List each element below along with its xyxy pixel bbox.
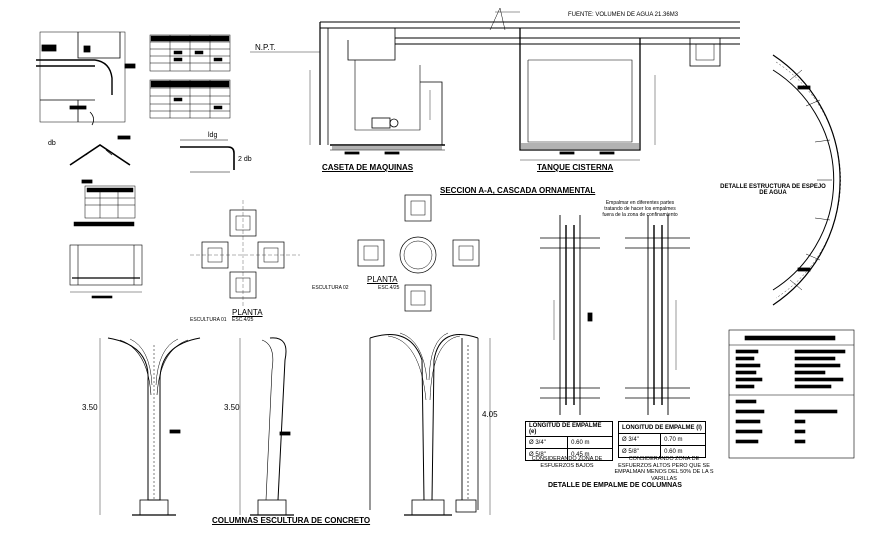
empalme-left-cell: 0.45 m	[567, 448, 613, 461]
empalme-left-note: CONSIDERANDO ZONA DE ESFUERZOS BAJOS	[531, 456, 603, 469]
ldg-label: ldg	[208, 132, 218, 139]
rebar-hook-detail	[36, 31, 136, 126]
empalme-table-right: LONGITUD DE EMPALME (l) Ø 3/4"0.70 m Ø 5…	[617, 421, 706, 458]
detalle-espejo-title: DETALLE ESTRUCTURA DE ESPEJO DE AGUA	[720, 184, 826, 196]
rebar-schedule-tables	[149, 34, 231, 119]
empalme-right-cell: 0.70 m	[660, 433, 706, 446]
footing-detail	[69, 244, 143, 299]
empalme-right-cell: Ø 5/8"	[617, 445, 662, 458]
escala-label-2: ESC.4/25	[378, 285, 400, 291]
bent-bar-details	[69, 135, 235, 184]
empalme-column-detail-left	[540, 215, 600, 415]
empalme-left-cell: 0.60 m	[567, 436, 613, 449]
empalme-left-cell: Ø 5/8"	[524, 448, 569, 461]
seccion-title: SECCION A-A, CASCADA ORNAMENTAL	[440, 186, 596, 195]
caseta-title: CASETA DE MAQUINAS	[322, 163, 414, 172]
fuente-label: FUENTE: VOLUMEN DE AGUA 21.36M3	[568, 12, 679, 18]
tanque-cisterna-section	[250, 7, 721, 161]
escala-label-1: ESC.4/25	[232, 317, 254, 323]
notes-block	[728, 329, 855, 459]
db-label: db	[48, 140, 56, 147]
empalme-column-detail-right	[625, 215, 690, 415]
empalme-right-cell: Ø 3/4"	[617, 433, 662, 446]
empalme-left-cell: Ø 3/4"	[524, 436, 569, 449]
columnas-title: COLUMNAS ESCULTURA DE CONCRETO	[212, 516, 371, 525]
npt-label: N.P.T.	[255, 43, 276, 52]
sculpture-column-3	[369, 332, 491, 516]
espejo-agua-arc	[772, 54, 841, 306]
tanque-title: TANQUE CISTERNA	[537, 163, 614, 172]
dim-350-a: 3.50	[82, 403, 98, 412]
dim-350-b: 3.50	[224, 403, 240, 412]
legend-block	[73, 185, 136, 227]
empalme-right-cell: 0.60 m	[660, 445, 706, 458]
sculpture-column-2	[239, 337, 294, 516]
two-db-label: 2 db	[238, 156, 252, 163]
escultura-label-1: ESCULTURA 01	[190, 317, 227, 323]
empalme-note: Empalmar en diferentes partes tratando d…	[602, 200, 678, 218]
empalme-table-left: LONGITUD DE EMPALME (e) Ø 3/4"0.60 m Ø 5…	[524, 421, 613, 461]
column-plan-escultura-02	[357, 194, 480, 312]
planta-label-1: PLANTA	[232, 308, 263, 317]
detalle-empalme-title: DETALLE DE EMPALME DE COLUMNAS	[548, 482, 682, 489]
planta-label-2: PLANTA	[367, 275, 398, 284]
dim-405: 4.05	[482, 410, 498, 419]
column-plan-escultura-01	[190, 200, 300, 308]
empalme-left-header: LONGITUD DE EMPALME (e)	[525, 421, 613, 437]
caseta-de-maquinas-section	[309, 21, 740, 155]
empalme-right-note: CONSIDERANDO ZONA DE ESFUERZOS ALTOS PER…	[614, 456, 714, 482]
escultura-label-2: ESCULTURA 02	[312, 285, 349, 291]
sculpture-column-1	[99, 337, 201, 516]
empalme-right-header: LONGITUD DE EMPALME (l)	[618, 421, 706, 434]
